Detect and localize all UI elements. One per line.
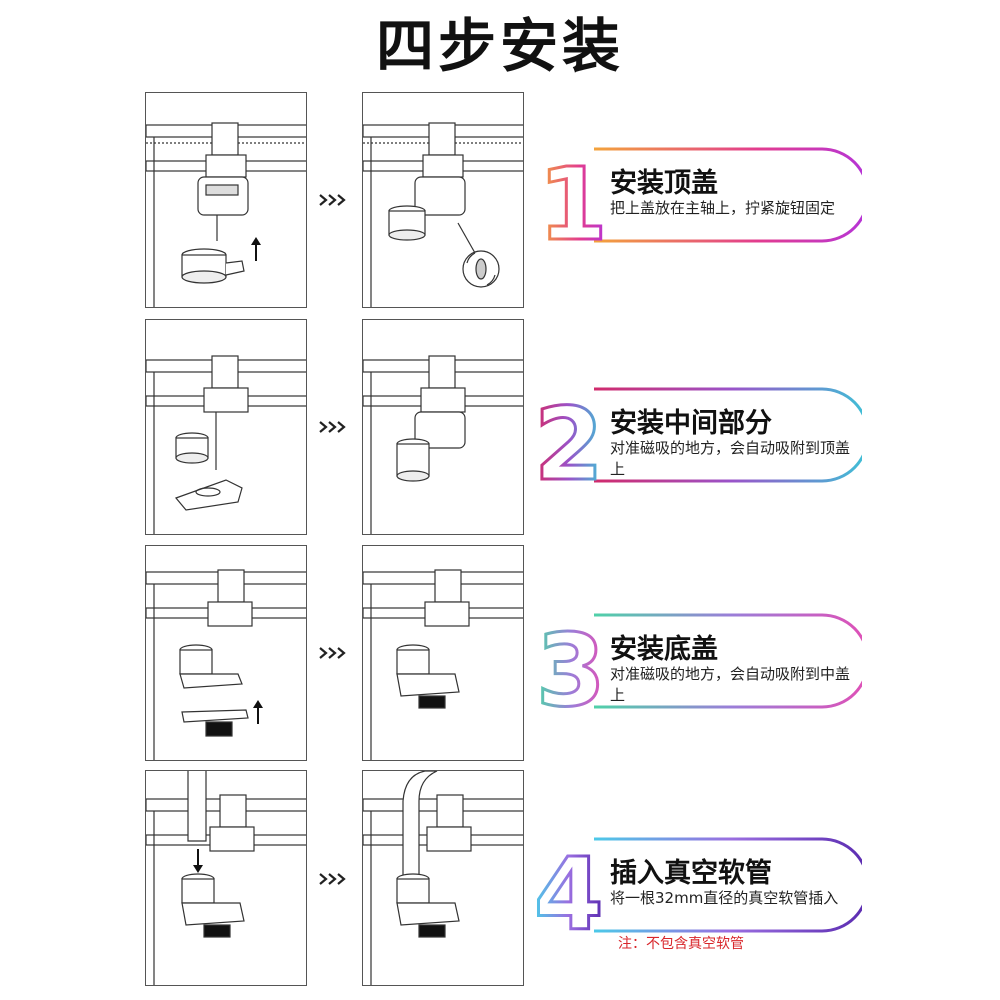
step-number-2: 2 (534, 386, 604, 487)
step-title-4: 插入真空软管 (610, 858, 772, 889)
arrow-up-icon (253, 700, 263, 724)
diagram-panel-step3-before (145, 545, 307, 761)
step-desc-4: 将一根32mm直径的真空软管插入 (610, 889, 839, 907)
step-title-2: 安装中间部分 (610, 408, 772, 439)
arrow-down-icon (193, 849, 203, 873)
step-number-1: 1 (538, 146, 608, 247)
chevron-right-triple-icon (319, 194, 346, 206)
chevron-right-triple-icon (319, 647, 346, 659)
diagram-panel-step2-before (145, 319, 307, 535)
diagram-panel-step3-after (362, 545, 524, 761)
step-desc-3: 对准磁吸的地方，会自动吸附到中盖上 (610, 665, 851, 704)
diagram-panel-step4-after (362, 770, 524, 986)
step-desc-2: 对准磁吸的地方，会自动吸附到顶盖上 (610, 439, 851, 478)
step-card-3: 3 安装底盖 对准磁吸的地方，会自动吸附到中盖上 (532, 609, 862, 713)
chevron-right-triple-icon (319, 873, 346, 885)
step-card-1: 1 安装顶盖 把上盖放在主轴上，拧紧旋钮固定 (532, 143, 862, 247)
diagram-panel-step1-after (362, 92, 524, 308)
diagram-panel-step1-before (145, 92, 307, 308)
step-title-3: 安装底盖 (610, 634, 718, 665)
note-text: 注：不包含真空软管 (618, 936, 744, 952)
step-desc-1: 把上盖放在主轴上，拧紧旋钮固定 (610, 199, 836, 217)
rotate-knob-icon (457, 222, 500, 288)
chevron-right-triple-icon (319, 421, 346, 433)
step-title-1: 安装顶盖 (610, 168, 718, 199)
arrow-up-icon (251, 237, 261, 261)
step-card-2: 2 安装中间部分 对准磁吸的地方，会自动吸附到顶盖上 (532, 383, 862, 487)
diagram-panel-step4-before (145, 770, 307, 986)
step-number-3: 3 (536, 612, 606, 713)
step-number-4: 4 (534, 836, 604, 937)
step-card-4: 4 插入真空软管 将一根32mm直径的真空软管插入 (532, 833, 862, 937)
diagram-panel-step2-after (362, 319, 524, 535)
page-title: 四步安装 (375, 12, 624, 80)
